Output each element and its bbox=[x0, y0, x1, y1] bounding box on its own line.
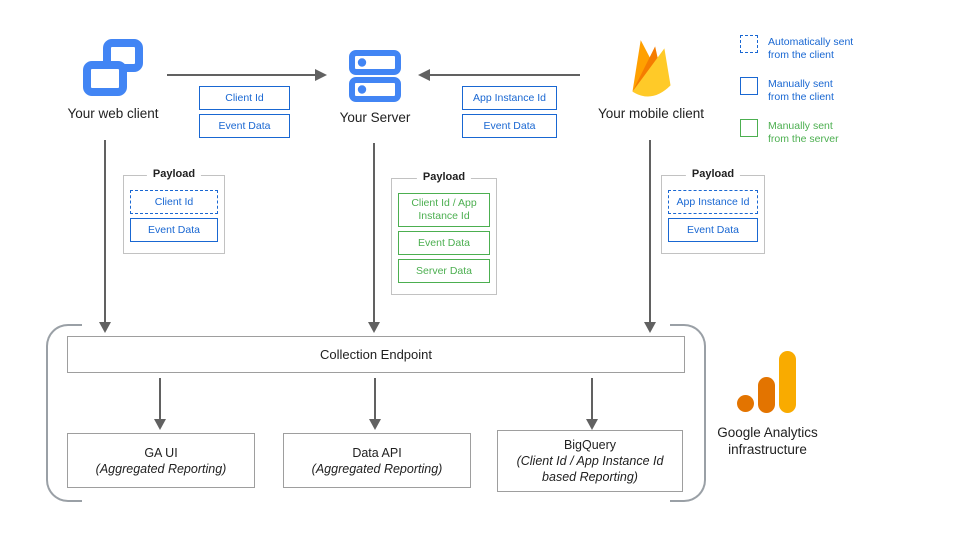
endpoint-to-bigquery-arrowhead-icon bbox=[586, 419, 598, 430]
flow-label-app-instance-id: App Instance Id bbox=[462, 86, 557, 110]
flow-label-event-data-2: Event Data bbox=[462, 114, 557, 138]
endpoint-to-dataapi-arrowhead-icon bbox=[369, 419, 381, 430]
infrastructure-bracket-right bbox=[670, 324, 706, 502]
data-api-box: Data API (Aggregated Reporting) bbox=[283, 433, 471, 488]
legend-label-manual-client: Manually sent from the client bbox=[768, 78, 888, 104]
bigquery-subtitle: (Client Id / App Instance Id based Repor… bbox=[516, 454, 664, 484]
ga-logo-mid-bar-icon bbox=[758, 377, 775, 413]
endpoint-to-bigquery-arrow-line bbox=[591, 378, 593, 420]
legend-swatch-manual-client bbox=[740, 77, 758, 95]
infrastructure-caption-line2: infrastructure bbox=[728, 442, 807, 457]
web-payload-group: Payload Client Id Event Data bbox=[123, 168, 225, 254]
web-payload-title: Payload bbox=[146, 168, 202, 180]
payload-item-event-data: Event Data bbox=[130, 218, 218, 242]
mobile-payload-group: Payload App Instance Id Event Data bbox=[661, 168, 765, 254]
mobile-client-label: Your mobile client bbox=[597, 106, 705, 121]
endpoint-to-dataapi-arrow-line bbox=[374, 378, 376, 420]
flow-label-client-id: Client Id bbox=[199, 86, 290, 110]
server-label: Your Server bbox=[339, 110, 411, 125]
payload-item-event-data: Event Data bbox=[398, 231, 490, 255]
legend-swatch-auto-client bbox=[740, 35, 758, 53]
infrastructure-caption: Google Analytics infrastructure bbox=[690, 424, 845, 458]
web-down-arrow-line bbox=[104, 140, 106, 323]
legend-line: from the client bbox=[768, 91, 834, 103]
legend-line: from the server bbox=[768, 133, 839, 145]
data-api-title: Data API bbox=[352, 445, 402, 460]
mobile-down-arrowhead-icon bbox=[644, 322, 656, 333]
payload-item-app-instance-id: App Instance Id bbox=[668, 190, 758, 214]
legend-swatch-manual-server bbox=[740, 119, 758, 137]
legend-line: Manually sent bbox=[768, 120, 833, 132]
ga-ui-title: GA UI bbox=[144, 445, 178, 460]
web-down-arrowhead-icon bbox=[99, 322, 111, 333]
infrastructure-bracket-left bbox=[46, 324, 82, 502]
payload-item-client-or-app-id: Client Id / App Instance Id bbox=[398, 193, 490, 227]
server-down-arrowhead-icon bbox=[368, 322, 380, 333]
server-down-arrow-line bbox=[373, 143, 375, 323]
mobile-down-arrow-line bbox=[649, 140, 651, 323]
payload-item-client-id: Client Id bbox=[130, 190, 218, 214]
web-to-server-arrowhead-icon bbox=[315, 69, 327, 81]
bigquery-box: BigQuery (Client Id / App Instance Id ba… bbox=[497, 430, 683, 492]
legend-line: from the client bbox=[768, 49, 834, 61]
flow-label-event-data: Event Data bbox=[199, 114, 290, 138]
ga-ui-box: GA UI (Aggregated Reporting) bbox=[67, 433, 255, 488]
payload-item-event-data: Event Data bbox=[668, 218, 758, 242]
ga-logo-tall-bar-icon bbox=[779, 351, 796, 413]
web-client-icon bbox=[83, 39, 143, 96]
web-client-label: Your web client bbox=[67, 106, 159, 121]
legend-label-manual-server: Manually sent from the server bbox=[768, 120, 888, 146]
bigquery-title: BigQuery bbox=[563, 438, 617, 452]
server-payload-group: Payload Client Id / App Instance Id Even… bbox=[391, 171, 497, 295]
legend-line: Manually sent bbox=[768, 78, 833, 90]
data-api-subtitle: (Aggregated Reporting) bbox=[311, 461, 443, 476]
ga-logo-dot-icon bbox=[737, 395, 754, 412]
web-to-server-arrow-line bbox=[167, 74, 315, 76]
firebase-icon bbox=[632, 40, 671, 97]
payload-item-server-data: Server Data bbox=[398, 259, 490, 283]
server-icon bbox=[349, 50, 401, 102]
mobile-to-server-arrowhead-icon bbox=[418, 69, 430, 81]
legend-label-auto-client: Automatically sent from the client bbox=[768, 36, 888, 62]
legend-line: Automatically sent bbox=[768, 36, 854, 48]
server-payload-title: Payload bbox=[416, 171, 472, 183]
endpoint-to-gaui-arrow-line bbox=[159, 378, 161, 420]
mobile-payload-title: Payload bbox=[685, 168, 741, 180]
collection-endpoint-box: Collection Endpoint bbox=[67, 336, 685, 373]
ga-ui-subtitle: (Aggregated Reporting) bbox=[95, 461, 227, 476]
mobile-to-server-arrow-line bbox=[430, 74, 580, 76]
infrastructure-caption-line1: Google Analytics bbox=[717, 425, 818, 440]
endpoint-to-gaui-arrowhead-icon bbox=[154, 419, 166, 430]
